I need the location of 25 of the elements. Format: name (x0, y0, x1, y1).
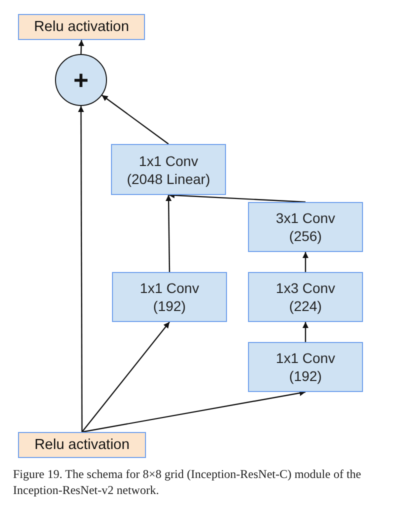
box-label: 3x1 Conv (256) (274, 209, 336, 245)
activation-box (18, 14, 145, 40)
arrow (78, 40, 84, 54)
arrow (78, 106, 84, 432)
arrow (166, 195, 172, 272)
arrow (302, 252, 308, 272)
plus-sign: + (73, 64, 89, 96)
arrow (302, 322, 308, 342)
conv-box (248, 342, 363, 392)
activation-box (18, 432, 146, 458)
arrow (82, 322, 170, 432)
conv-box (248, 272, 363, 322)
arrow (101, 94, 169, 144)
figure-caption: Figure 19. The schema for 8×8 grid (Inception-ResNet-C) module of the Inception-ResNet-v2 network. (13, 466, 362, 498)
box-label: 1x1 Conv (2048 Linear) (126, 152, 212, 188)
conv-box (111, 144, 226, 195)
box-label: Relu activation (34, 19, 130, 35)
conv-box (112, 272, 227, 322)
box-label: 1x1 Conv (192) (138, 279, 200, 315)
sum-circle (55, 54, 107, 106)
box-label: 1x3 Conv (224) (274, 279, 336, 315)
box-label: 1x1 Conv (192) (274, 349, 336, 385)
box-label: Relu activation (34, 437, 130, 453)
arrow (82, 390, 306, 433)
conv-box (248, 202, 363, 252)
